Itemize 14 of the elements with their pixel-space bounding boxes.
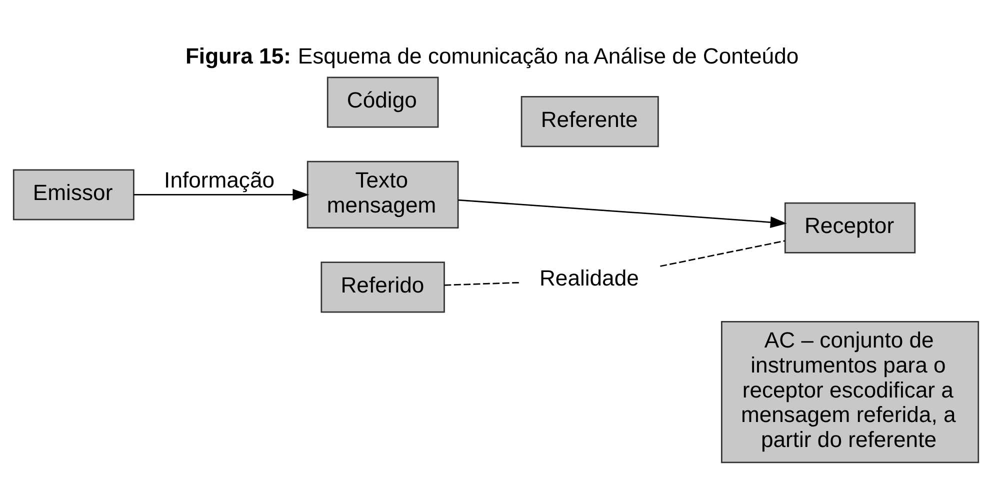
arrow	[458, 199, 787, 228]
node-box: Código	[326, 76, 439, 128]
node-box: AC – conjunto de instrumentos para o receptor escodificar a mensagem referida, a partir do referente	[720, 321, 980, 464]
node-text: Realidade	[539, 266, 639, 291]
diagram-title: Figura 15: Esquema de comunicação na Análise de Conteúdo	[185, 43, 799, 68]
node-box: Receptor	[784, 202, 916, 254]
connector	[444, 282, 520, 286]
node-box: Referente	[520, 96, 659, 148]
node-box: Emissor	[12, 169, 134, 220]
node-box: Referido	[320, 262, 445, 313]
node-box: Texto mensagem	[306, 160, 459, 229]
connector	[660, 240, 785, 267]
arrow	[134, 188, 310, 201]
edge-label: Informação	[164, 168, 275, 193]
